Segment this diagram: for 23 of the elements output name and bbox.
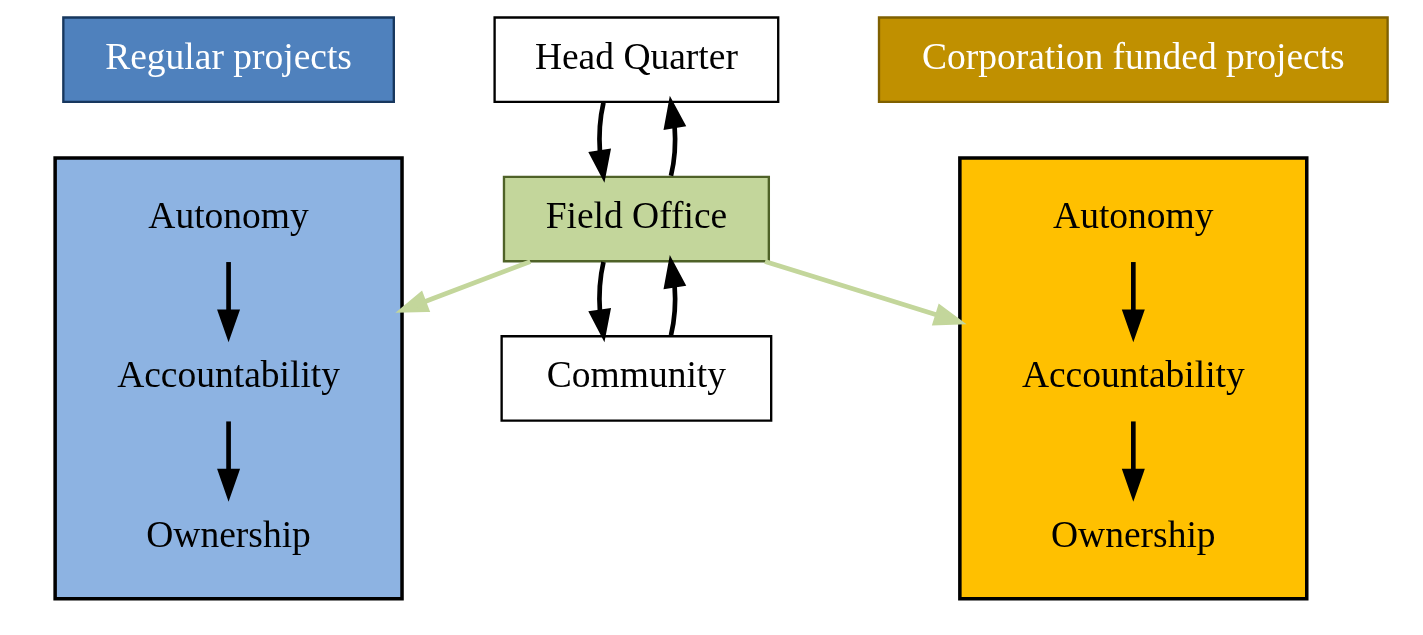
arrow bbox=[394, 259, 531, 313]
arrow bbox=[216, 262, 240, 343]
arrow bbox=[663, 255, 686, 336]
node-text: Autonomy bbox=[1052, 194, 1214, 236]
arrow bbox=[587, 102, 611, 183]
arrow bbox=[587, 261, 611, 343]
node-text: Accountability bbox=[116, 354, 340, 396]
node-box: Field Office bbox=[502, 175, 770, 263]
cluster bbox=[957, 156, 1308, 601]
node-box: Community bbox=[499, 335, 772, 422]
node-text: Ownership bbox=[145, 513, 311, 555]
arrow bbox=[663, 95, 686, 177]
arrow bbox=[1121, 262, 1145, 343]
arrow bbox=[763, 259, 967, 326]
node-box: Head Quarter bbox=[492, 16, 779, 104]
node-text: Autonomy bbox=[147, 194, 309, 236]
node-box: Corporation funded projects bbox=[877, 16, 1389, 104]
arrow bbox=[216, 421, 240, 502]
node-text: Accountability bbox=[1021, 354, 1245, 396]
node-text: Ownership bbox=[1050, 513, 1216, 555]
arrow bbox=[1121, 421, 1145, 502]
cluster bbox=[52, 156, 404, 601]
node-box: Regular projects bbox=[61, 16, 395, 104]
